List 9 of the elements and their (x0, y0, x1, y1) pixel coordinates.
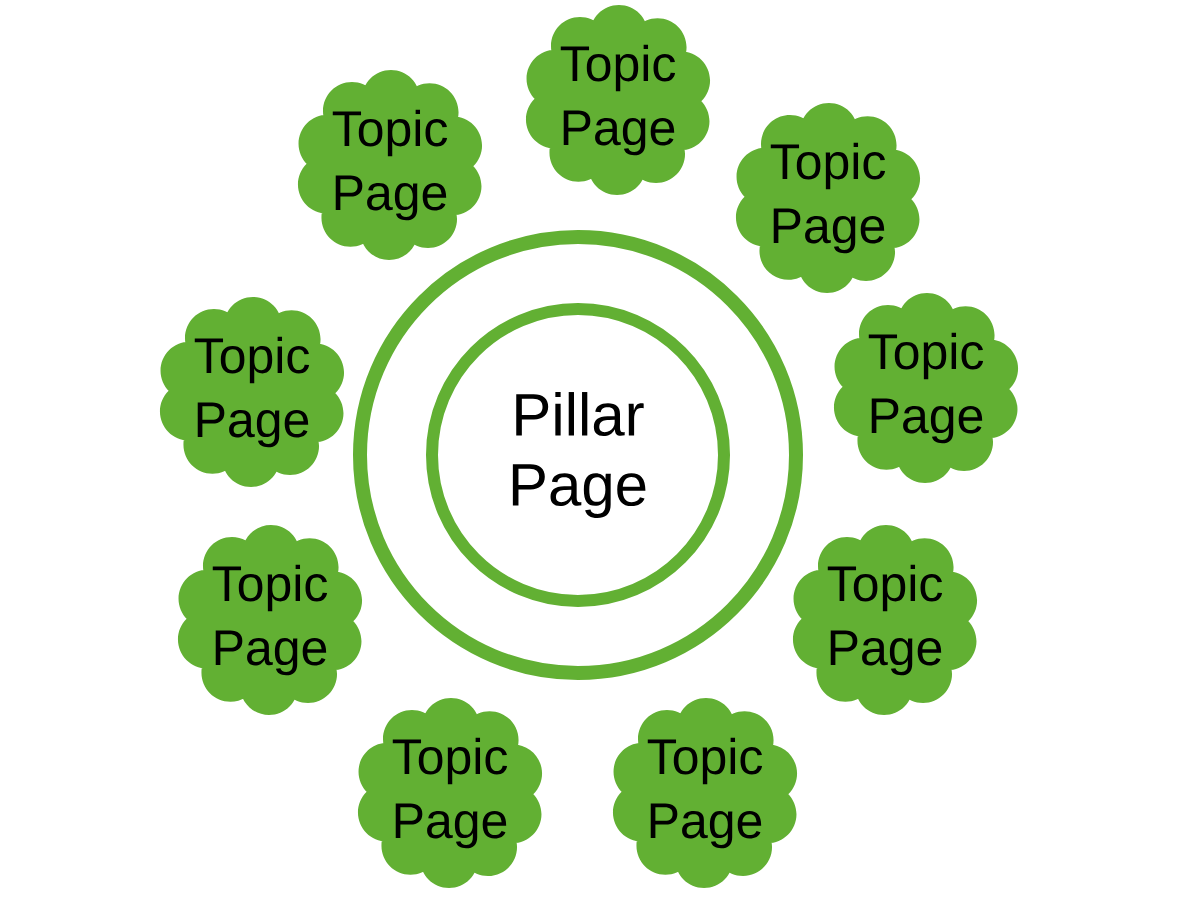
topic-cloud: Topic Page (612, 698, 798, 888)
topic-cloud: Topic Page (159, 297, 345, 487)
topic-cloud: Topic Page (357, 698, 543, 888)
topic-cloud: Topic Page (177, 525, 363, 715)
topic-cloud: Topic Page (297, 70, 483, 260)
topic-cloud: Topic Page (833, 293, 1019, 483)
topic-cloud: Topic Page (525, 5, 711, 195)
topic-cloud: Topic Page (792, 525, 978, 715)
topic-cloud: Topic Page (735, 103, 921, 293)
